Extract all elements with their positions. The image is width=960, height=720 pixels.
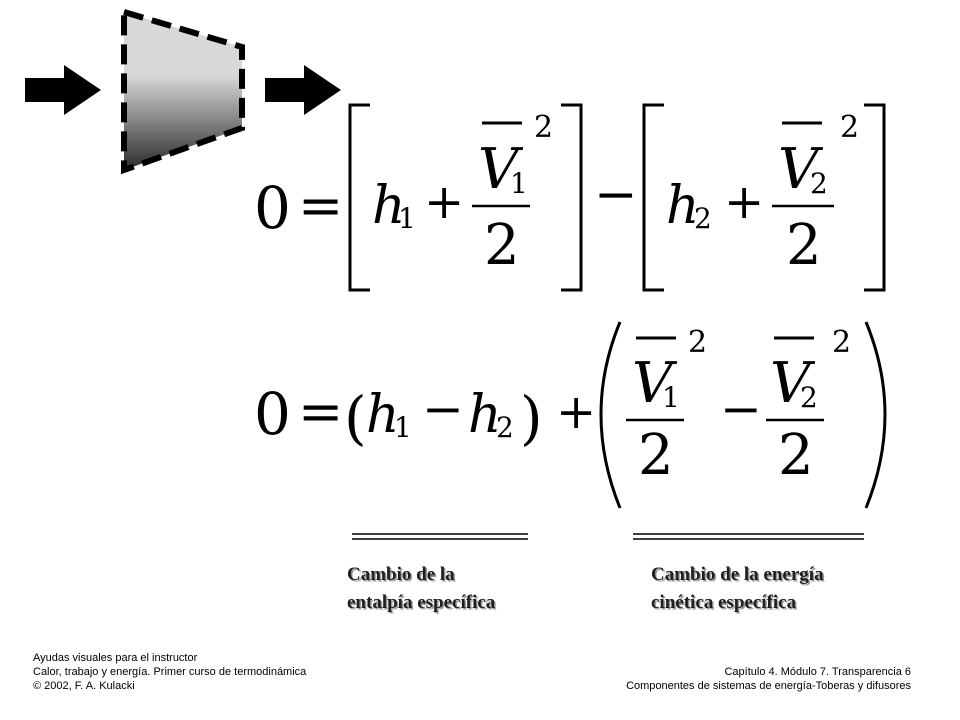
- eq2-exp-1: 2: [688, 325, 707, 360]
- nozzle-icon: [121, 7, 245, 175]
- label-kinetic-line-2: cinética específica: [651, 592, 797, 613]
- footer-right: Capítulo 4. Módulo 7. Transparencia 6 Co…: [626, 665, 911, 693]
- eq1-V: V: [478, 137, 524, 202]
- eq1-h: h: [372, 176, 406, 236]
- label-kinetic-energy-change: Cambio de la energía cinética específica: [651, 561, 824, 617]
- footer-right-line-1: Capítulo 4. Módulo 7. Transparencia 6: [724, 666, 911, 678]
- eq1-minus: −: [594, 165, 638, 225]
- eq1-V2: V: [778, 137, 824, 202]
- equation-energy-change: 0 = ( h 1 − h 2 ) + V 1 2 2 − V 2 2 2: [254, 321, 887, 509]
- eq2-big-paren-open: [599, 321, 622, 509]
- eq2-big-paren-close: [864, 321, 887, 509]
- eq2-paren-open: (: [344, 384, 367, 452]
- label-enthalpy-line-2: entalpía específica: [347, 592, 496, 613]
- eq2-denom-1: 2: [638, 423, 674, 488]
- eq1-bracket-close-2: [864, 103, 886, 292]
- footer-left-line-3: © 2002, F. A. Kulacki: [33, 680, 135, 692]
- eq1-zero: 0: [254, 174, 291, 242]
- eq2-plus: +: [556, 384, 596, 440]
- eq1-h2-sub: 2: [694, 202, 712, 235]
- eq2-h1-sub: 1: [394, 411, 412, 444]
- eq2-V1-sub: 1: [662, 381, 680, 414]
- eq1-exp-2: 2: [840, 110, 859, 145]
- footer-left-line-2: Calor, trabajo y energía. Primer curso d…: [33, 666, 307, 678]
- footer-left: Ayudas visuales para el instructor Calor…: [33, 651, 306, 693]
- eq1-h2: h: [666, 176, 700, 236]
- eq1-denom-2: 2: [786, 213, 822, 278]
- eq2-denom-2: 2: [778, 423, 814, 488]
- eq2-exp-2: 2: [832, 325, 851, 360]
- eq2-V2: V: [770, 351, 816, 416]
- eq1-bracket-close-1: [561, 103, 583, 292]
- eq2-h1: h: [366, 385, 400, 445]
- eq2-V1: V: [632, 351, 678, 416]
- eq2-V2-sub: 2: [800, 381, 818, 414]
- eq1-plus-1: +: [424, 174, 464, 230]
- footer-right-line-2: Componentes de sistemas de energía-Tober…: [626, 680, 911, 692]
- outlet-arrow-icon: [265, 65, 341, 115]
- eq1-denom-1: 2: [484, 213, 520, 278]
- eq1-equals: =: [298, 174, 343, 237]
- underline-kinetic: [633, 533, 864, 540]
- eq1-V2-sub: 2: [810, 167, 828, 200]
- eq2-paren-close: ): [520, 384, 543, 452]
- label-enthalpy-change: Cambio de la entalpía específica: [347, 561, 495, 617]
- eq2-h2-sub: 2: [496, 411, 514, 444]
- label-enthalpy-line-1: Cambio de la: [347, 564, 455, 585]
- eq2-equals: =: [298, 380, 343, 443]
- inlet-arrow-icon: [25, 65, 101, 115]
- eq1-bracket-open-1: [348, 103, 370, 292]
- eq2-h2: h: [468, 385, 502, 445]
- eq1-h-sub: 1: [398, 202, 416, 235]
- eq1-plus-2: +: [724, 174, 764, 230]
- eq2-minus-1: −: [422, 380, 464, 438]
- eq1-exp-1: 2: [534, 110, 553, 145]
- underline-enthalpy: [352, 533, 528, 540]
- label-kinetic-line-1: Cambio de la energía: [651, 564, 824, 585]
- eq2-zero: 0: [254, 380, 291, 448]
- footer-left-line-1: Ayudas visuales para el instructor: [33, 652, 198, 664]
- eq2-minus-2: −: [720, 380, 762, 438]
- eq1-bracket-open-2: [642, 103, 664, 292]
- equation-energy-balance: 0 = h 1 + V 1 2 2 − h 2 + V 2 2 2: [254, 103, 886, 292]
- eq1-V-sub: 1: [510, 167, 528, 200]
